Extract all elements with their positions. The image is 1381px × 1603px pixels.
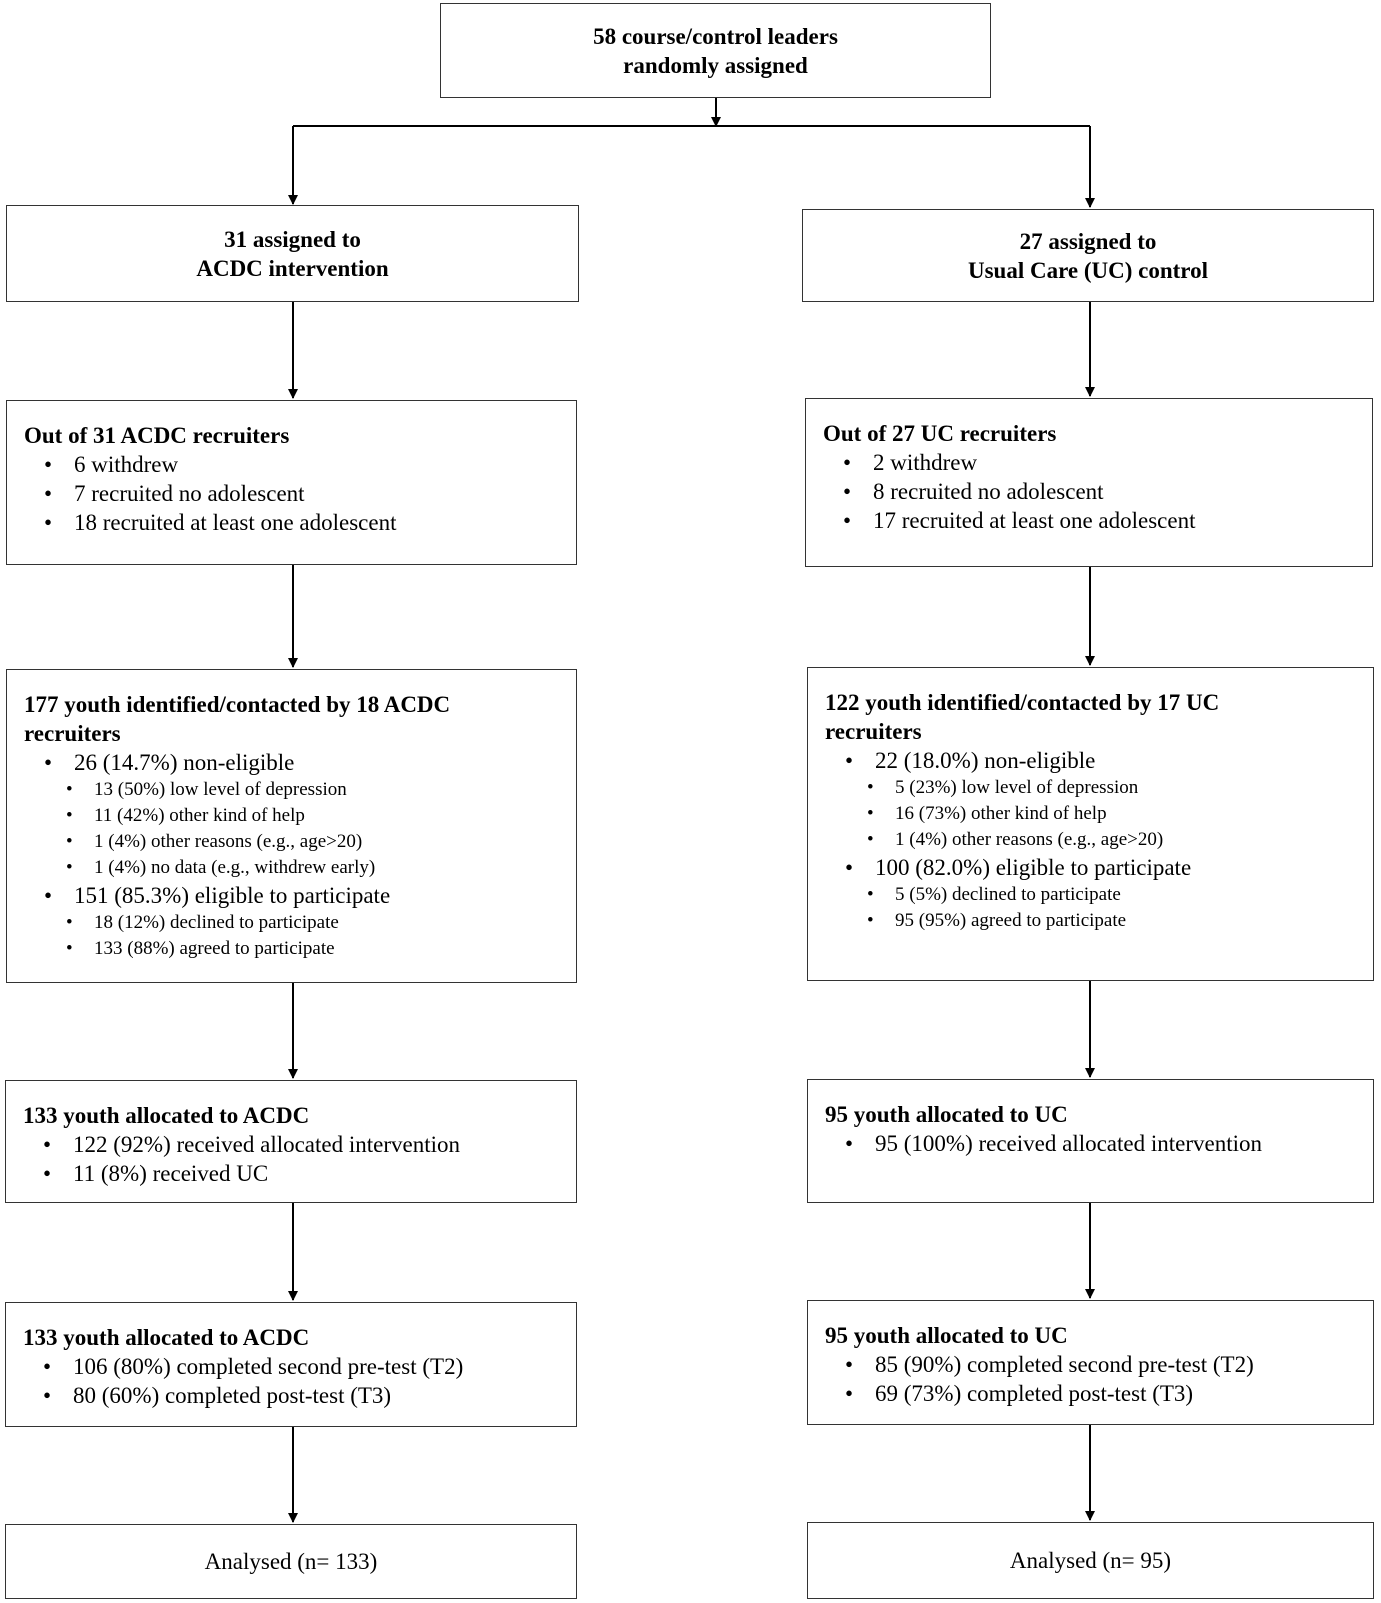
list-item: 95 (95%) agreed to participate	[825, 908, 1373, 934]
list-item: 11 (42%) other kind of help	[24, 803, 576, 829]
right-eligible: 100 (82.0%) eligible to participate	[825, 853, 1373, 882]
left-analysed-label: Analysed (n= 133)	[204, 1549, 378, 1574]
left-assigned-line2: ACDC intervention	[196, 255, 389, 281]
list-item: 69 (73%) completed post-test (T3)	[825, 1379, 1373, 1408]
list-item: 18 recruited at least one adolescent	[24, 508, 576, 537]
list-item: 122 (92%) received allocated interventio…	[23, 1130, 576, 1159]
list-item: 1 (4%) no data (e.g., withdrew early)	[24, 855, 576, 881]
left-followup-box: 133 youth allocated to ACDC 106 (80%) co…	[5, 1302, 577, 1427]
right-analysed-label: Analysed (n= 95)	[1009, 1548, 1172, 1573]
list-item: 2 withdrew	[823, 448, 1372, 477]
right-assigned-box: 27 assigned to Usual Care (UC) control	[802, 209, 1374, 302]
right-allocated-heading: 95 youth allocated to UC	[825, 1102, 1068, 1127]
left-assigned-line1: 31 assigned to	[224, 226, 361, 252]
left-recruiters-box: Out of 31 ACDC recruiters 6 withdrew 7 r…	[6, 400, 577, 565]
list-item: 8 recruited no adolescent	[823, 477, 1372, 506]
randomization-box: 58 course/control leaders randomly assig…	[440, 3, 991, 98]
left-youth-box: 177 youth identified/contacted by 18 ACD…	[6, 669, 577, 983]
list-item: 95 (100%) received allocated interventio…	[825, 1129, 1373, 1158]
right-recruiters-box: Out of 27 UC recruiters 2 withdrew 8 rec…	[805, 398, 1373, 567]
left-youth-heading-line1: 177 youth identified/contacted by 18 ACD…	[24, 692, 451, 717]
right-assigned-line2: Usual Care (UC) control	[968, 257, 1208, 283]
right-noneligible: 22 (18.0%) non-eligible	[825, 746, 1373, 775]
left-allocated-heading: 133 youth allocated to ACDC	[23, 1103, 310, 1128]
list-item: 133 (88%) agreed to participate	[24, 936, 576, 962]
right-assigned-line1: 27 assigned to	[1019, 228, 1157, 254]
list-item: 6 withdrew	[24, 450, 576, 479]
list-item: 5 (5%) declined to participate	[825, 882, 1373, 908]
randomization-line1: 58 course/control leaders	[593, 23, 838, 49]
right-recruiters-heading: Out of 27 UC recruiters	[823, 421, 1057, 446]
list-item: 16 (73%) other kind of help	[825, 801, 1373, 827]
list-item: 7 recruited no adolescent	[24, 479, 576, 508]
list-item: 11 (8%) received UC	[23, 1159, 576, 1188]
left-followup-heading: 133 youth allocated to ACDC	[23, 1325, 310, 1350]
list-item: 85 (90%) completed second pre-test (T2)	[825, 1350, 1373, 1379]
left-recruiters-heading: Out of 31 ACDC recruiters	[24, 423, 290, 448]
list-item: 1 (4%) other reasons (e.g., age>20)	[825, 827, 1373, 853]
list-item: 80 (60%) completed post-test (T3)	[23, 1381, 576, 1410]
right-followup-heading: 95 youth allocated to UC	[825, 1323, 1068, 1348]
list-item: 18 (12%) declined to participate	[24, 910, 576, 936]
list-item: 13 (50%) low level of depression	[24, 777, 576, 803]
left-allocated-box: 133 youth allocated to ACDC 122 (92%) re…	[5, 1080, 577, 1203]
right-youth-heading-line2: recruiters	[825, 719, 922, 744]
left-assigned-box: 31 assigned to ACDC intervention	[6, 205, 579, 302]
right-allocated-box: 95 youth allocated to UC 95 (100%) recei…	[807, 1079, 1374, 1203]
right-youth-box: 122 youth identified/contacted by 17 UC …	[807, 667, 1374, 981]
right-followup-box: 95 youth allocated to UC 85 (90%) comple…	[807, 1300, 1374, 1425]
list-item: 106 (80%) completed second pre-test (T2)	[23, 1352, 576, 1381]
list-item: 5 (23%) low level of depression	[825, 775, 1373, 801]
list-item: 1 (4%) other reasons (e.g., age>20)	[24, 829, 576, 855]
randomization-line2: randomly assigned	[623, 52, 808, 78]
list-item: 17 recruited at least one adolescent	[823, 506, 1372, 535]
left-eligible: 151 (85.3%) eligible to participate	[24, 881, 576, 910]
left-noneligible: 26 (14.7%) non-eligible	[24, 748, 576, 777]
left-youth-heading-line2: recruiters	[24, 721, 121, 746]
left-analysed-box: Analysed (n= 133)	[5, 1524, 577, 1599]
right-youth-heading-line1: 122 youth identified/contacted by 17 UC	[825, 690, 1220, 715]
right-analysed-box: Analysed (n= 95)	[807, 1522, 1374, 1599]
